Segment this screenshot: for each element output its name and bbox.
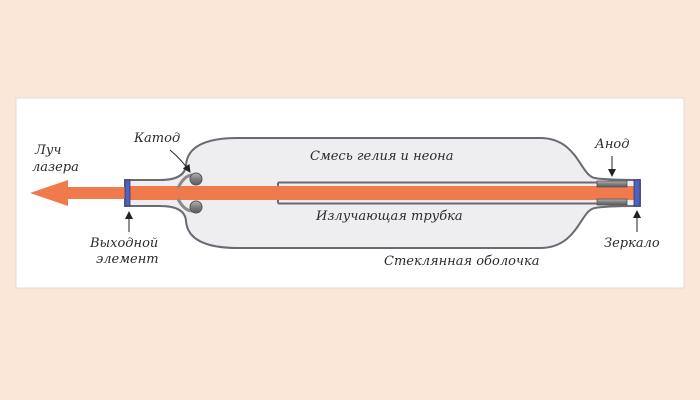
mirror — [633, 179, 641, 207]
anode-electrode — [596, 180, 628, 206]
envelope-label: Стеклянная оболочка — [384, 254, 540, 269]
output-label-line1: Выходной — [89, 236, 158, 251]
laser-output-arrow — [30, 180, 128, 206]
laser-beam — [128, 186, 636, 200]
cathode-electrode — [176, 172, 203, 214]
beam-label-line1: Луч — [34, 143, 61, 158]
cathode-label: Катод — [133, 131, 180, 146]
gas-mix-label: Смесь гелия и неона — [310, 149, 453, 164]
pointer-lines — [125, 149, 641, 232]
anode-label: Анод — [594, 137, 629, 152]
tube-label: Излучающая трубка — [315, 209, 463, 224]
cathode-pointer — [169, 149, 191, 173]
mirror-label: Зеркало — [604, 236, 660, 251]
output-element — [124, 179, 131, 207]
beam-label-line2: лазера — [32, 160, 79, 175]
output-label-line2: элемент — [96, 252, 159, 267]
emitting-tube — [277, 181, 602, 205]
